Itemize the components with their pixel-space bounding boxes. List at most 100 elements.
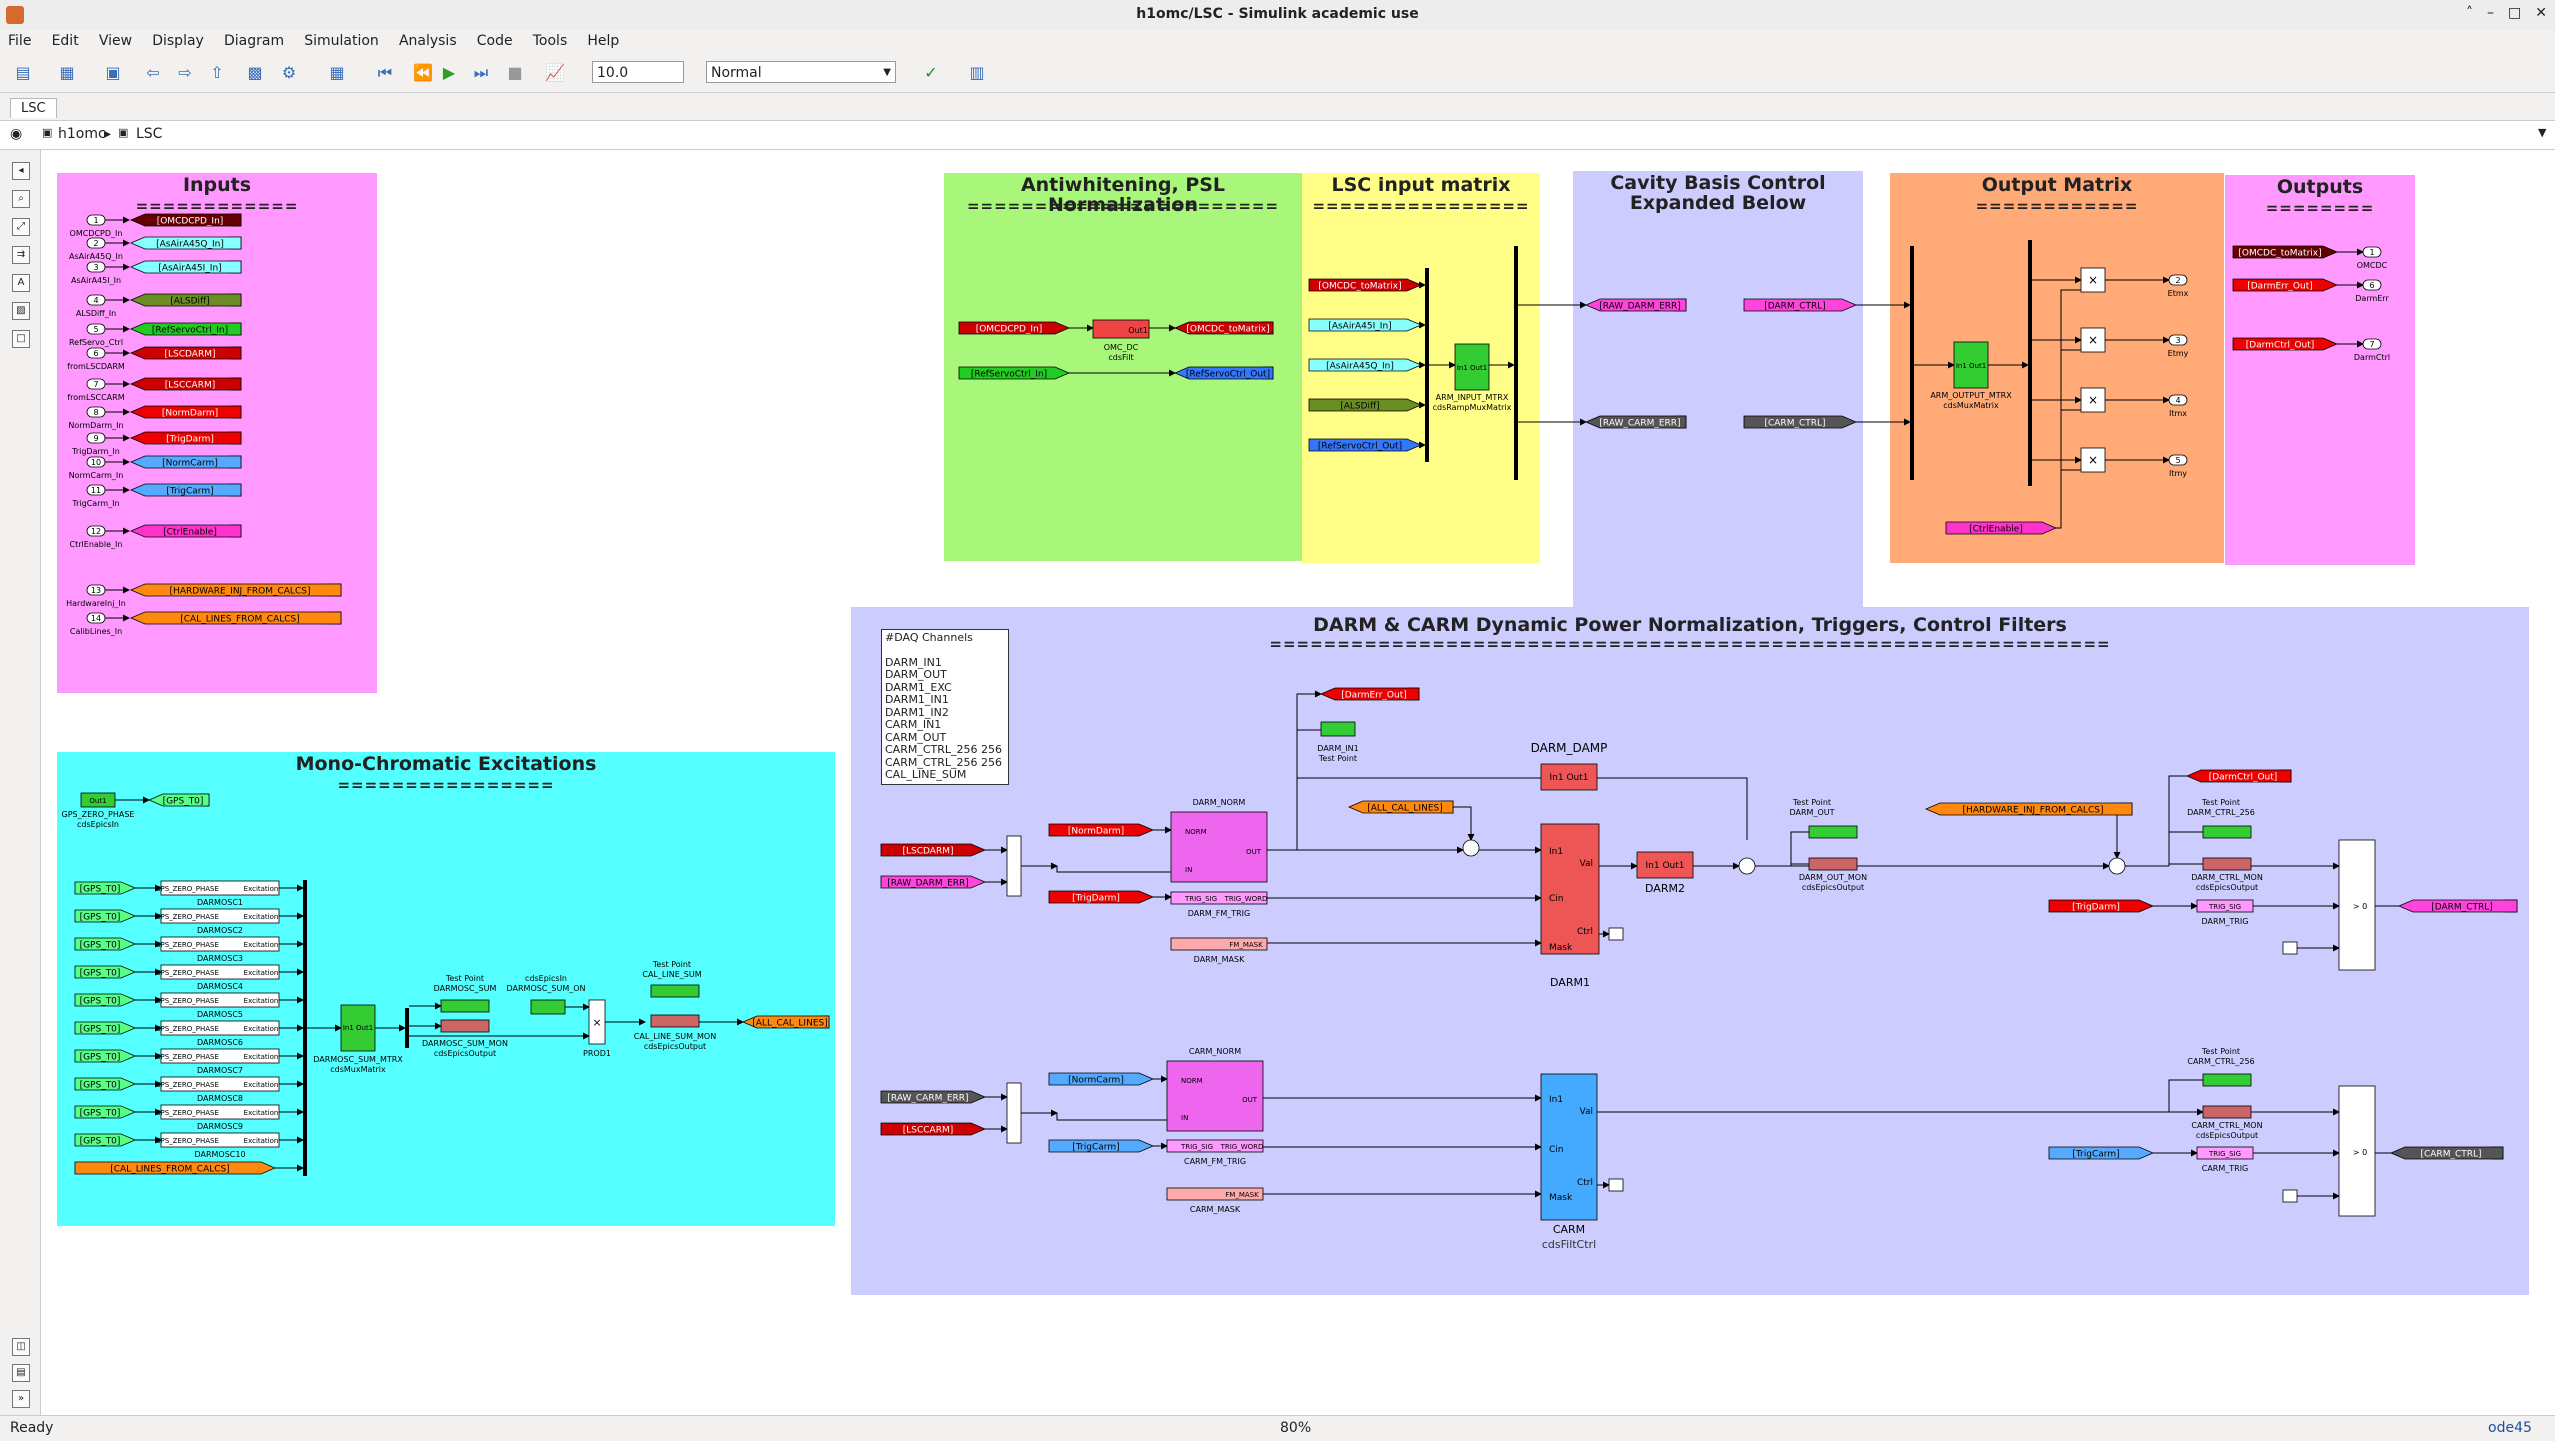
darmosc-sum-on[interactable]: [530, 999, 566, 1015]
stop-time-input[interactable]: 10.0: [592, 61, 684, 83]
tab-lsc[interactable]: LSC: [10, 98, 57, 118]
from-refservo[interactable]: [958, 366, 1071, 380]
from-trig-carm-2[interactable]: [2048, 1146, 2155, 1160]
osc-DARMOSC2[interactable]: [160, 908, 280, 924]
lsc-demux[interactable]: [1514, 246, 1518, 480]
inport-7[interactable]: [86, 378, 106, 390]
open-icon[interactable]: ▦: [59, 63, 75, 82]
forward-icon[interactable]: ⇨: [178, 63, 192, 82]
outport-Itmx[interactable]: [2168, 394, 2188, 406]
from-gps-t0-10[interactable]: [74, 1133, 137, 1147]
outport-DarmErr[interactable]: [2362, 279, 2382, 291]
osc-DARMOSC1[interactable]: [160, 880, 280, 896]
from-output-2[interactable]: [2232, 337, 2339, 351]
from-gps-t0-7[interactable]: [74, 1049, 137, 1063]
screenshot-icon[interactable]: ◫: [12, 1338, 30, 1356]
darm-mask[interactable]: [1170, 937, 1268, 951]
osc-DARMOSC10[interactable]: [160, 1132, 280, 1148]
carm-switch[interactable]: [1006, 1082, 1022, 1144]
gps-zero-phase-epics[interactable]: [80, 792, 116, 808]
inport-5[interactable]: [86, 323, 106, 335]
carm-filter[interactable]: [1540, 1073, 1598, 1221]
product-Etmy[interactable]: [2080, 327, 2106, 353]
osc-DARMOSC9[interactable]: [160, 1104, 280, 1120]
from-lscdarm[interactable]: [880, 843, 987, 857]
breadcrumb-root[interactable]: h1omc: [58, 126, 106, 142]
arm-output-mtrx[interactable]: [1953, 341, 1989, 389]
from-lsc-0[interactable]: [1308, 278, 1423, 292]
from-gps-t0-5[interactable]: [74, 993, 137, 1007]
minimize-icon[interactable]: –: [2487, 5, 2495, 21]
inport-2[interactable]: [86, 237, 106, 249]
sum-darm-1[interactable]: [1462, 839, 1480, 857]
from-norm-carm[interactable]: [1048, 1072, 1155, 1086]
inport-10[interactable]: [86, 456, 106, 468]
carm-ctrl-term[interactable]: [1608, 1178, 1624, 1192]
testpoint-darm-ctrl[interactable]: [2202, 825, 2252, 839]
lsc-mux[interactable]: [1425, 268, 1429, 462]
from-trig-darm-2[interactable]: [2048, 899, 2155, 913]
darm-switch-out[interactable]: [2338, 839, 2376, 971]
inport-14[interactable]: [86, 612, 106, 624]
outport-OMCDC[interactable]: [2362, 246, 2382, 258]
menu-diagram[interactable]: Diagram: [223, 33, 285, 49]
sum-demux[interactable]: [405, 1008, 409, 1048]
prod1[interactable]: [588, 999, 606, 1045]
sum-darm-2[interactable]: [1738, 857, 1756, 875]
new-model-icon[interactable]: ▤: [15, 63, 31, 82]
arm-input-mtrx[interactable]: [1454, 343, 1490, 391]
from-lsc-2[interactable]: [1308, 358, 1423, 372]
outport-DarmCtrl[interactable]: [2362, 338, 2382, 350]
from-gps-t0-6[interactable]: [74, 1021, 137, 1035]
outport-Itmy[interactable]: [2168, 454, 2188, 466]
from-cal-lines[interactable]: [74, 1161, 277, 1175]
image-icon[interactable]: ▨: [12, 302, 30, 320]
carm-trig[interactable]: [2196, 1146, 2254, 1160]
from-trig-carm[interactable]: [1048, 1139, 1155, 1153]
back-icon[interactable]: ⇦: [146, 63, 160, 82]
menu-edit[interactable]: Edit: [51, 33, 79, 49]
step-forward-icon[interactable]: ⏭: [473, 63, 489, 82]
from-gps-t0-3[interactable]: [74, 937, 137, 951]
from-carm-ctrl[interactable]: [1743, 415, 1858, 429]
darm2-filter[interactable]: [1636, 851, 1694, 879]
carm-switch-out[interactable]: [2338, 1085, 2376, 1217]
menu-simulation[interactable]: Simulation: [304, 33, 379, 49]
darm1-filter[interactable]: [1540, 823, 1600, 955]
mono-mux[interactable]: [303, 880, 307, 1176]
block-diagram[interactable]: 1OMCDCPD_In[OMCDCPD_In]2AsAirA45Q_In[AsA…: [41, 150, 2555, 1415]
check-icon[interactable]: ✓: [924, 63, 938, 82]
carm-norm[interactable]: [1166, 1060, 1264, 1132]
diagram-canvas[interactable]: Inputs ============ Antiwhitening, PSL N…: [41, 150, 2555, 1415]
step-back-icon[interactable]: ⏮: [377, 63, 393, 82]
menu-file[interactable]: File: [8, 33, 32, 49]
inport-3[interactable]: [86, 261, 106, 273]
from-lsc-1[interactable]: [1308, 318, 1423, 332]
outport-Etmx[interactable]: [2168, 274, 2188, 286]
sum-darm-3[interactable]: [2108, 857, 2126, 875]
solver-link[interactable]: ode45: [2488, 1420, 2532, 1436]
menu-analysis[interactable]: Analysis: [398, 33, 457, 49]
from-trig-darm[interactable]: [1048, 890, 1155, 904]
carm-const[interactable]: [2282, 1189, 2298, 1203]
darm-norm[interactable]: [1170, 811, 1268, 883]
osc-DARMOSC7[interactable]: [160, 1048, 280, 1064]
menu-help[interactable]: Help: [587, 33, 620, 49]
product-Itmy[interactable]: [2080, 447, 2106, 473]
testpoint-carm-ctrl[interactable]: [2202, 1073, 2252, 1087]
product-Itmx[interactable]: [2080, 387, 2106, 413]
inport-13[interactable]: [86, 584, 106, 596]
mon-carm-ctrl[interactable]: [2202, 1105, 2252, 1119]
hide-explorer-icon[interactable]: ◉: [10, 126, 23, 142]
from-darm-ctrl[interactable]: [1743, 298, 1858, 312]
output-demux[interactable]: [2028, 240, 2032, 486]
carm-mask[interactable]: [1166, 1187, 1264, 1201]
product-Etmx[interactable]: [2080, 267, 2106, 293]
from-output-0[interactable]: [2232, 245, 2339, 259]
osc-DARMOSC8[interactable]: [160, 1076, 280, 1092]
inport-11[interactable]: [86, 484, 106, 496]
darm-fm-trig[interactable]: [1170, 891, 1268, 905]
mon-cal-line-sum[interactable]: [650, 1014, 700, 1028]
darmosc-sum-mtrx[interactable]: [340, 1004, 376, 1052]
from-gps-t0-2[interactable]: [74, 909, 137, 923]
